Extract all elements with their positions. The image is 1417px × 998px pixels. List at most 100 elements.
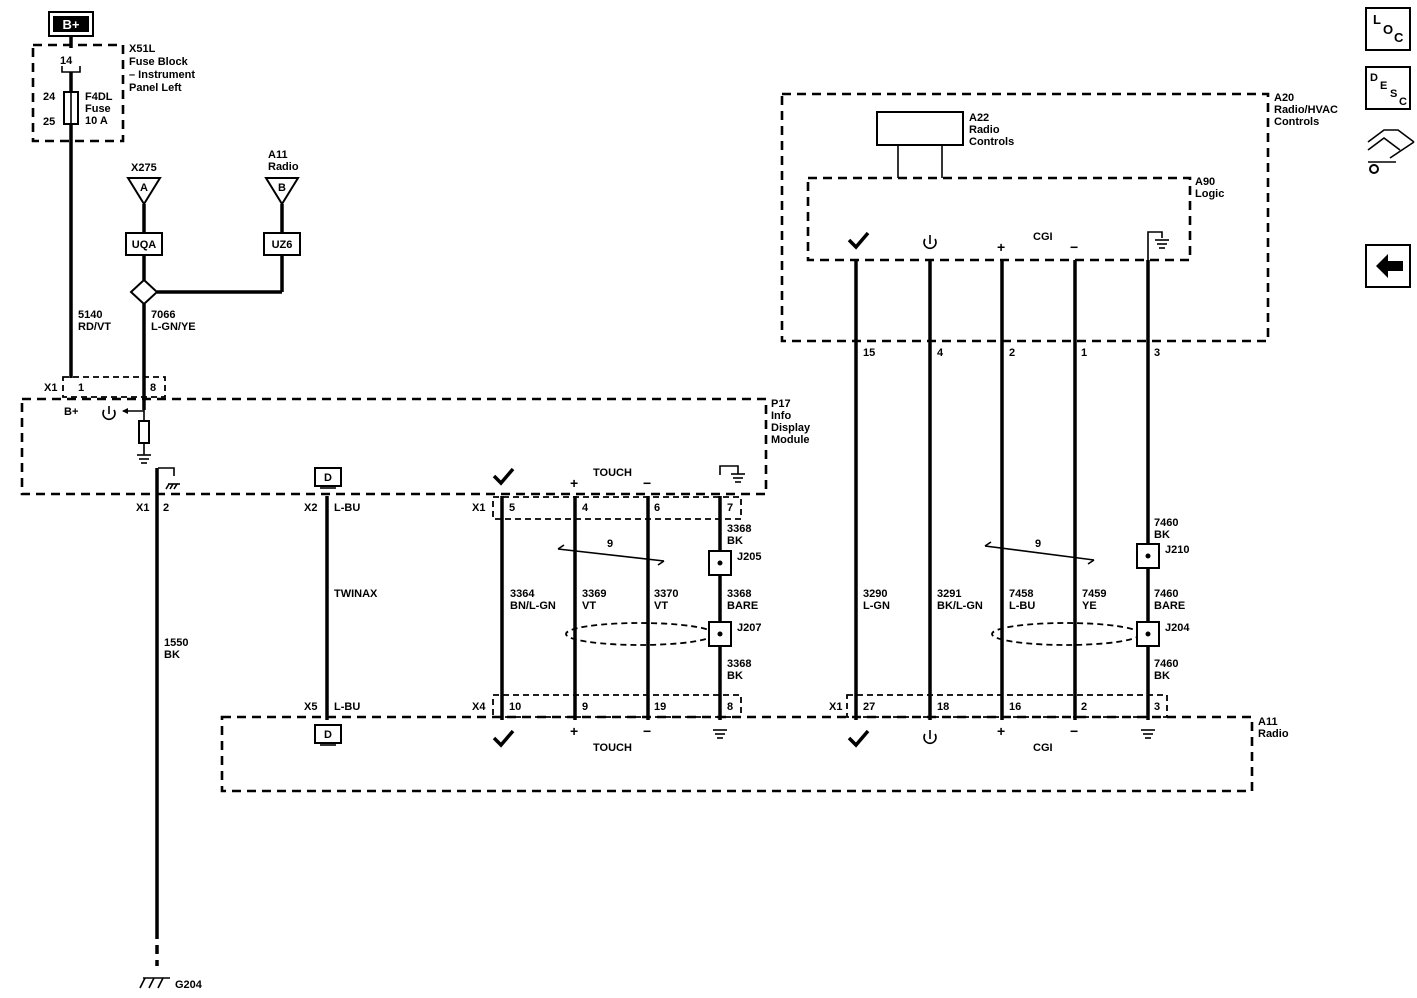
- radio-x5-color: L-BU: [334, 701, 360, 713]
- p17-minus: −: [643, 475, 651, 491]
- bplus-source: B+: [48, 11, 94, 37]
- x275-letter: A: [140, 182, 148, 194]
- p17-d-letter: D: [324, 472, 332, 484]
- a90-plus: +: [997, 239, 1005, 255]
- p17-line2: Display: [771, 422, 811, 434]
- wire-5140-color: RD/VT: [78, 321, 111, 333]
- a20-line1: Radio/HVAC: [1274, 104, 1338, 116]
- touch-drain-mid-num: 3368: [727, 588, 751, 600]
- radio-x5: X5: [304, 701, 317, 713]
- fuse-rating: 10 A: [85, 115, 108, 127]
- power-icon: [923, 235, 937, 250]
- checkmark-icon: [847, 729, 870, 748]
- p17-pin-gnd: 2: [163, 502, 169, 514]
- p17-x2-label: X2: [304, 502, 317, 514]
- p17-resistor: [138, 420, 150, 444]
- p17-line3: Module: [771, 434, 810, 446]
- radio-x4-p4: 8: [727, 701, 733, 713]
- a22-id: A22: [969, 112, 989, 124]
- a11-reference: A11 Radio B UZ6: [263, 149, 301, 256]
- cgi-w1-color: L-GN: [863, 600, 890, 612]
- bplus-label: B+: [63, 17, 80, 32]
- j207-label: J207: [737, 622, 761, 634]
- cgi-w4-color: YE: [1082, 600, 1097, 612]
- radio-x4-connector: [492, 694, 742, 718]
- ground-g204-icon: [139, 977, 170, 989]
- touch-w3-color: VT: [654, 600, 668, 612]
- p17-plus: +: [570, 475, 578, 491]
- radio-x1-p5: 3: [1154, 701, 1160, 713]
- fuse-block-line2: – Instrument: [129, 69, 195, 81]
- fuse-block-id: X51L: [129, 43, 156, 55]
- a20-id: A20: [1274, 92, 1294, 104]
- desc-s: S: [1390, 88, 1397, 100]
- radio-d-letter: D: [324, 729, 332, 741]
- p17-x2-color: L-BU: [334, 502, 360, 514]
- touch-drain-bot-color: BK: [727, 670, 743, 682]
- x275-reference: X275 A UQA: [125, 162, 163, 256]
- p17-x1-label: X1: [44, 382, 57, 394]
- ground-icon: [137, 454, 151, 464]
- j210-label: J210: [1165, 544, 1189, 556]
- j204-label: J204: [1165, 622, 1190, 634]
- x275-code: UQA: [132, 239, 157, 251]
- x275-id: X275: [131, 162, 157, 174]
- radio-id: A11: [1258, 716, 1278, 728]
- j205-label: J205: [737, 551, 761, 563]
- a20-pin3: 3: [1154, 347, 1160, 359]
- a11-ref-code: UZ6: [272, 239, 293, 251]
- radio-name: Radio: [1258, 728, 1289, 740]
- ground-wire-color: BK: [164, 649, 180, 661]
- fuse-pin-b: 25: [43, 116, 55, 128]
- p17-x1-connector: [62, 376, 166, 398]
- checkmark-icon: [492, 729, 515, 748]
- a20-line2: Controls: [1274, 116, 1319, 128]
- ground-icon: [731, 473, 745, 483]
- loc-l: L: [1373, 12, 1381, 27]
- a90-box: [806, 176, 1192, 262]
- p17-bplus: B+: [64, 406, 78, 418]
- radio-x1-p2: 18: [937, 701, 949, 713]
- touch-drain-top-num: 3368: [727, 523, 751, 535]
- cgi-w3-num: 7458: [1009, 588, 1033, 600]
- cgi-drain-bot-color: BK: [1154, 670, 1170, 682]
- twinax-label: TWINAX: [334, 588, 378, 600]
- loc-o: O: [1383, 22, 1393, 37]
- radio-x1-p1: 27: [863, 701, 875, 713]
- fuse-pin-top: 14: [60, 55, 73, 67]
- cgi-shield: [991, 622, 1141, 646]
- display-icon: [314, 467, 342, 487]
- touch-drain-top-color: BK: [727, 535, 743, 547]
- desc-button[interactable]: D E S C: [1365, 66, 1411, 110]
- a20-pin1: 1: [1081, 347, 1087, 359]
- a90-name: Logic: [1195, 188, 1224, 200]
- radio-touch-minus: −: [643, 723, 651, 739]
- p17-pin-b: 4: [582, 502, 589, 514]
- radio-touch: TOUCH: [593, 742, 632, 754]
- wire-7066-color: L-GN/YE: [151, 321, 196, 333]
- p17-x1-pin2: 8: [150, 382, 156, 394]
- touch-w2-num: 3369: [582, 588, 606, 600]
- p17-touch: TOUCH: [593, 467, 632, 479]
- touch-twist: 9: [607, 538, 613, 550]
- connector-views-icon[interactable]: [1367, 129, 1415, 174]
- a11-ref-name: Radio: [268, 161, 299, 173]
- touch-drain-bot-num: 3368: [727, 658, 751, 670]
- radio-x4: X4: [472, 701, 486, 713]
- back-button[interactable]: [1365, 244, 1411, 288]
- p17-pin-c: 6: [654, 502, 660, 514]
- touch-w1-num: 3364: [510, 588, 535, 600]
- radio-x4-p3: 19: [654, 701, 666, 713]
- radio-cgi-minus: −: [1070, 723, 1078, 739]
- p17-id: P17: [771, 398, 791, 410]
- desc-d: D: [1370, 72, 1378, 84]
- touch-w2-color: VT: [582, 600, 596, 612]
- cgi-drain-top-color: BK: [1154, 529, 1170, 541]
- cgi-w2-num: 3291: [937, 588, 961, 600]
- loc-button[interactable]: L O C: [1365, 7, 1411, 51]
- display-icon: [314, 724, 342, 744]
- cgi-w2-color: BK/L-GN: [937, 600, 983, 612]
- radio-x4-p2: 9: [582, 701, 588, 713]
- a22-block: [876, 111, 964, 146]
